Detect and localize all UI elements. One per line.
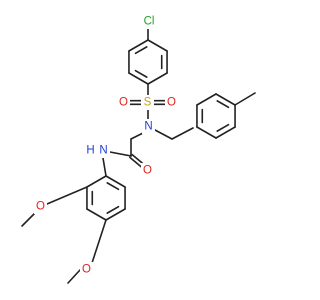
sulfonamide-nitrogen-label: N [144, 121, 152, 133]
ortho-methoxy-oxygen: O [34, 199, 47, 214]
bond-layer [21, 28, 256, 284]
methylphenyl-ring-bond [215, 126, 236, 139]
sulfur-label: S [144, 97, 152, 109]
dimethoxyphenyl-ring-bond [105, 175, 126, 188]
amide-hydrogen-label: H [86, 145, 94, 157]
ch2-aryl-bond [171, 127, 194, 140]
chlorophenyl-ring-bond [147, 72, 168, 85]
amide-oxygen: O [141, 163, 154, 178]
sulfonyl-oxygen-right-label: O [167, 97, 176, 109]
sulfonyl-oxygen-left: O [117, 95, 130, 110]
molecule-diagram: Cl S O O N O H [21, 14, 256, 284]
amide-nitrogen: H N [85, 143, 110, 158]
methylphenyl-ring-double-bond [216, 100, 230, 109]
chlorophenyl-ring-double-bond [134, 46, 148, 55]
sulfonyl-oxygen-right: O [165, 95, 178, 110]
chlorophenyl-ring-double-bond [134, 69, 148, 78]
chlorophenyl-ring-bond [128, 72, 149, 85]
methylphenyl-ring-bond [215, 93, 236, 106]
chlorophenyl-ring-bond [128, 39, 149, 52]
dimethoxyphenyl-ring-bond [86, 208, 107, 221]
para-methoxy-oxygen: O [80, 262, 93, 277]
c-o-methoxy-bond [91, 219, 107, 264]
carbonyl-n-bond [109, 151, 132, 157]
methylphenyl-ring-double-bond [216, 123, 230, 132]
para-methoxy-oxygen-label: O [82, 264, 91, 276]
methylphenyl-ring-bond [196, 126, 217, 139]
amide-oxygen-label: O [143, 165, 152, 177]
chlorine-label: Cl [144, 16, 155, 28]
chlorine-atom: Cl [140, 14, 158, 29]
sulfonamide-nitrogen: N [142, 119, 155, 134]
n-ch2-bond [154, 129, 173, 140]
chlorophenyl-ring-bond [147, 39, 168, 52]
sulfur-atom: S [141, 95, 154, 110]
c-o-methoxy-bond [46, 186, 88, 205]
structure-svg: Cl S O O N O H [21, 14, 256, 284]
dimethoxyphenyl-ring-bond [105, 208, 126, 221]
o-methyl-bond [67, 269, 81, 284]
n-ch2-bond [130, 132, 144, 140]
ortho-methoxy-oxygen-label: O [36, 201, 45, 213]
amide-nitrogen-label: N [99, 145, 107, 157]
aryl-methyl-bond [234, 92, 256, 106]
n-aryl-bond [102, 157, 107, 177]
methylphenyl-ring-bond [196, 93, 217, 106]
c-o-double-bond [131, 153, 145, 166]
dimethoxyphenyl-ring-bond [86, 175, 107, 188]
dimethoxyphenyl-ring-double-bond [106, 182, 120, 191]
atom-label-layer: Cl S O O N O H [34, 14, 178, 277]
sulfonyl-oxygen-left-label: O [119, 97, 128, 109]
dimethoxyphenyl-ring-double-bond [106, 205, 120, 214]
c-o-double-bond [129, 156, 143, 169]
o-methyl-bond [21, 211, 37, 227]
